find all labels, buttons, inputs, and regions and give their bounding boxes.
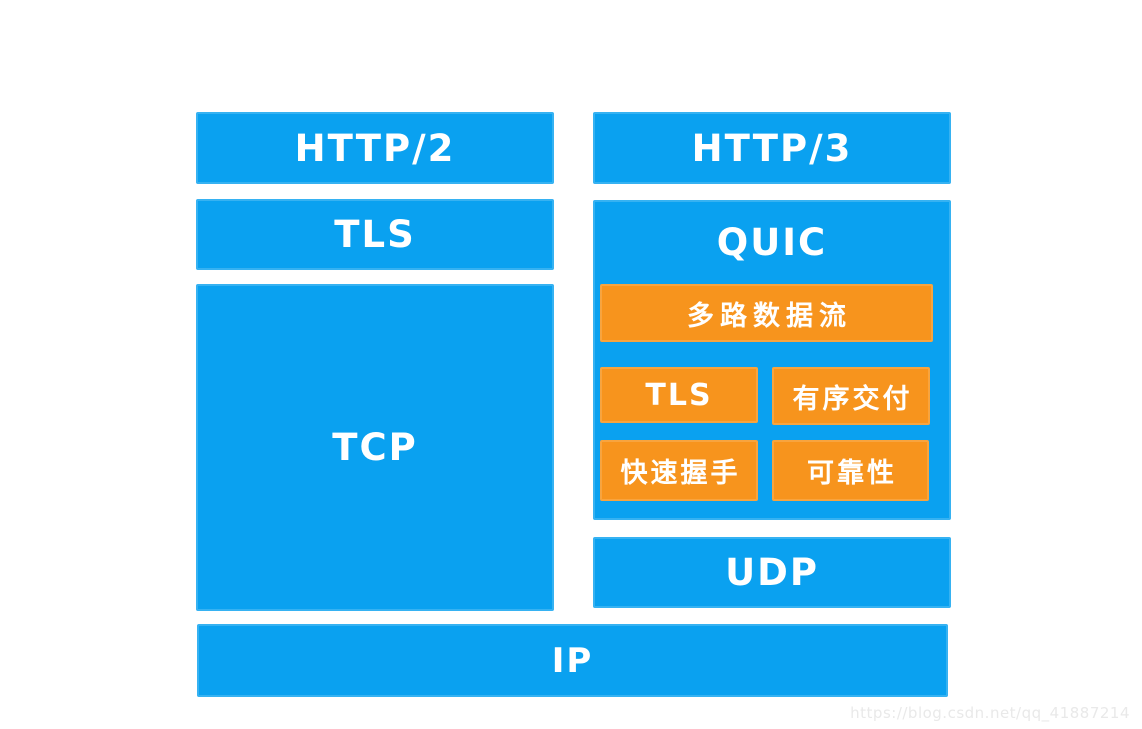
quic-feature-fast-handshake: 快速握手 xyxy=(600,440,758,501)
csdn-watermark: https://blog.csdn.net/qq_41887214 xyxy=(850,704,1130,722)
quic-feature-tls: TLS xyxy=(600,367,758,423)
quic-layer: QUIC 多路数据流 TLS 有序交付 快速握手 可靠性 xyxy=(593,200,951,520)
ip-layer: IP xyxy=(197,624,948,697)
quic-feature-ordered-delivery: 有序交付 xyxy=(772,367,930,425)
quic-layer-label: QUIC xyxy=(716,220,828,264)
tcp-layer: TCP xyxy=(196,284,554,611)
quic-feature-multiplex-streams: 多路数据流 xyxy=(600,284,933,342)
http3-layer: HTTP/3 xyxy=(593,112,951,184)
udp-layer: UDP xyxy=(593,537,951,608)
tls-layer: TLS xyxy=(196,199,554,270)
quic-feature-reliability: 可靠性 xyxy=(772,440,929,501)
http2-layer: HTTP/2 xyxy=(196,112,554,184)
